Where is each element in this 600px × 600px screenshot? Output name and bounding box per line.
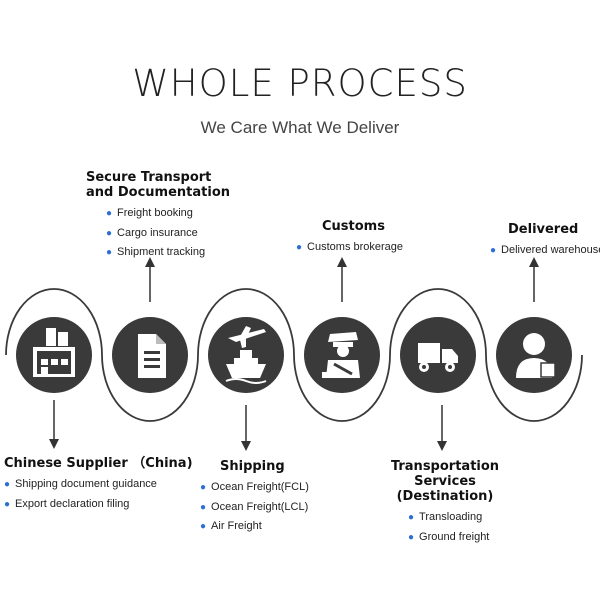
step-shipping-list: ●Ocean Freight(FCL) ●Ocean Freight(LCL) … [200, 478, 309, 537]
factory-icon [33, 328, 75, 377]
customs-officer-icon [322, 332, 360, 378]
bullet-icon: ● [106, 247, 113, 258]
step-customs-title: Customs [322, 219, 385, 234]
step-supplier-list: ●Shipping document guidance ●Export decl… [4, 475, 193, 514]
bullet-icon: ● [408, 531, 415, 543]
step-documentation-list: ●Freight booking ●Cargo insurance ●Shipm… [106, 204, 236, 263]
step-transportation-list: ●Transloading ●Ground freight [408, 508, 520, 547]
list-item: ●Export declaration filing [4, 497, 130, 510]
bullet-icon: ● [106, 227, 113, 239]
delivery-person-icon [516, 333, 556, 378]
page-title: WHOLE PROCESS [132, 62, 468, 105]
bullet-icon: ● [200, 521, 207, 532]
list-item: ●Customs brokerage [296, 241, 404, 253]
list-item: ●Ocean Freight(LCL) [200, 500, 309, 513]
step-delivered-block: Delivered ●Delivered warehouse [490, 222, 600, 261]
list-item: ●Shipping document guidance [4, 478, 157, 490]
bullet-icon: ● [408, 512, 415, 523]
bullet-icon: ● [490, 245, 497, 256]
serpentine-track [5, 288, 583, 422]
list-item: ●Ocean Freight(FCL) [200, 481, 309, 493]
step-documentation-title: Secure Transport and Documentation [86, 170, 231, 200]
step-customs-block: Customs ●Customs brokerage [296, 219, 403, 258]
step-shipping-block: Shipping ●Ocean Freight(FCL) ●Ocean Frei… [200, 459, 309, 537]
bullet-icon: ● [4, 498, 11, 510]
step-delivered-list: ●Delivered warehouse [490, 241, 600, 261]
list-item: ●Delivered warehouse [490, 244, 600, 256]
plane-ship-icon [225, 326, 267, 384]
list-item: ●Ground freight [408, 530, 490, 543]
step-supplier-title: Chinese Supplier （China) [4, 456, 193, 471]
step-transportation-block: Transportation Services (Destination) ●T… [370, 459, 520, 547]
step-shipping-title: Shipping [220, 459, 285, 474]
step-delivered-title: Delivered [508, 222, 579, 237]
step-supplier-block: Chinese Supplier （China) ●Shipping docum… [4, 456, 193, 514]
step-transportation-title: Transportation Services (Destination) [390, 459, 500, 504]
list-item: ●Shipment tracking [106, 246, 206, 258]
bullet-icon: ● [200, 501, 207, 513]
step-customs-list: ●Customs brokerage [296, 238, 403, 258]
bullet-icon: ● [106, 208, 113, 219]
bullet-icon: ● [200, 482, 207, 493]
bullet-icon: ● [296, 242, 303, 253]
bullet-icon: ● [4, 479, 11, 490]
list-item: ●Cargo insurance [106, 226, 198, 239]
document-icon [138, 334, 166, 378]
page-subtitle: We Care What We Deliver [200, 118, 400, 137]
truck-icon [418, 343, 458, 372]
step-documentation-block: Secure Transport and Documentation ●Frei… [86, 170, 236, 263]
list-item: ●Transloading [408, 511, 483, 523]
list-item: ●Freight booking [106, 207, 193, 219]
list-item: ●Air Freight [200, 520, 262, 532]
